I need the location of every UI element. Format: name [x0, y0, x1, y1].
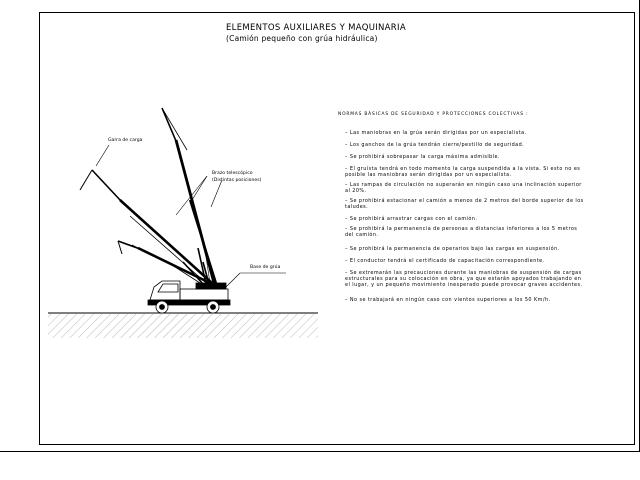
label-brazo-sub: (Distintas posiciones)	[212, 178, 262, 183]
ground	[48, 312, 318, 338]
label-brazo: Brazo telescópico	[212, 171, 253, 176]
drawing-title: ELEMENTOS AUXILIARES Y MAQUINARIA	[226, 23, 406, 33]
leader-brazo-1	[191, 175, 208, 201]
norm-item: – Se prohibirá arrastrar cargas con el c…	[345, 216, 478, 222]
leader-brazo-2	[175, 175, 208, 216]
leader-brazo-3	[210, 179, 223, 208]
norms-heading: NORMAS BÁSICAS DE SEGURIDAD Y PROTECCION…	[338, 112, 529, 117]
drawing-frame	[39, 12, 635, 445]
norm-item: – Se prohibirá estacionar el camión a me…	[345, 198, 584, 210]
leader-base	[225, 272, 241, 288]
label-garra: Garra de carga	[108, 138, 143, 143]
norm-item: – El conductor tendrá el certificado de …	[345, 258, 545, 264]
norm-item: – No se trabajará en ningún caso con vie…	[345, 297, 551, 303]
leader-lines	[95, 144, 286, 288]
crane-boom	[79, 107, 218, 285]
norm-item: – Se prohibirá la permanencia de persona…	[345, 226, 578, 238]
norm-item: – Se prohibirá sobrepasar la carga máxim…	[345, 154, 500, 160]
truck	[147, 280, 231, 314]
norm-item: – Las maniobras en la grúa serán dirigid…	[345, 130, 527, 136]
label-base: Base de grúa	[250, 265, 281, 270]
norm-item: – Se extremarán las precauciones durante…	[345, 270, 583, 288]
leader-garra	[95, 144, 110, 167]
norm-item: – Se prohibirá la permanencia de operari…	[345, 246, 560, 252]
norm-item: – Las rampas de circulación no superarán…	[345, 182, 582, 194]
crane-base	[195, 282, 227, 290]
norm-item: – El gruísta tendrá en todo momento la c…	[345, 166, 581, 178]
norm-item: – Los ganchos de la grúa tendrán cierre/…	[345, 142, 525, 148]
truck-bed	[179, 288, 229, 301]
drawing-subtitle: (Camión pequeño con grúa hidráulica)	[226, 34, 378, 43]
